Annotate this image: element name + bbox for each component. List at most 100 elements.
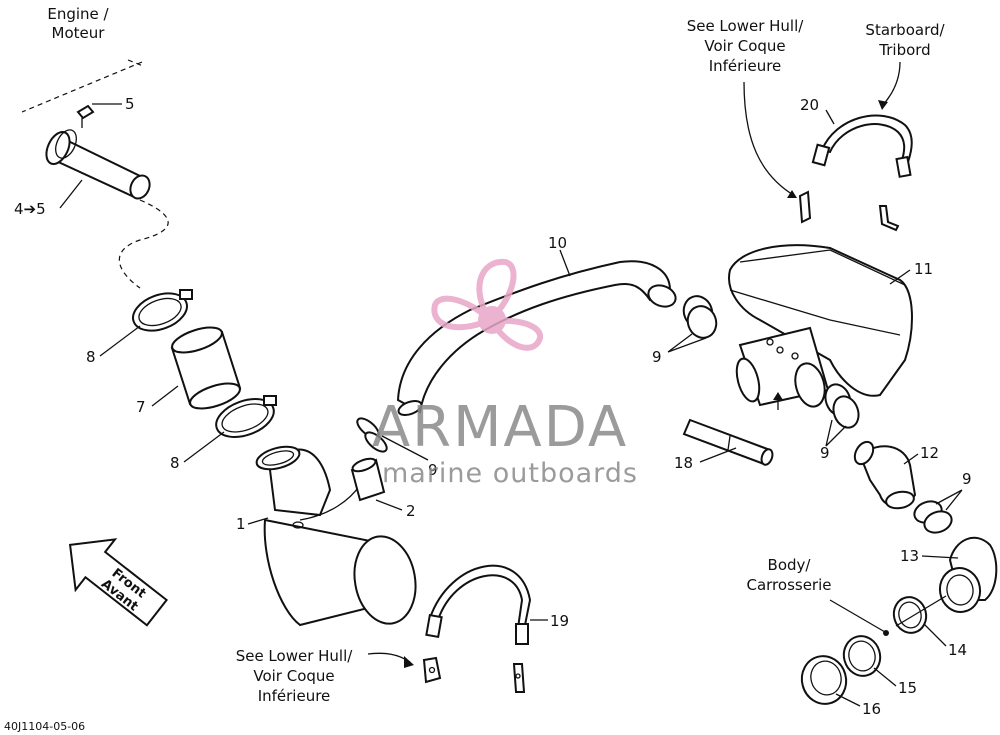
leader-12 (903, 453, 919, 465)
arrowhead-lower-hull-top (787, 190, 797, 198)
leader-1 (247, 517, 269, 525)
leader-10 (559, 249, 571, 277)
callout-12: 12 (920, 444, 939, 462)
engine-reference-line (21, 61, 143, 113)
callout-19: 19 (550, 612, 569, 630)
drawing-code: 40J1104-05-06 (4, 720, 85, 733)
part-10-pipe (396, 260, 677, 416)
arrowhead-starboard (878, 100, 888, 110)
callout-1: 1 (236, 515, 246, 533)
starboard-label-line-1: Starboard/ (865, 21, 945, 39)
part-9-clamp-pair-a (356, 417, 388, 453)
arrowhead-lower-hull-bottom (404, 656, 414, 668)
lower-hull-top-line-3: Inférieure (709, 57, 782, 75)
assembly-line-13-14 (895, 595, 947, 627)
body-reference-dot (883, 630, 889, 636)
assembly-arrowhead-18 (773, 392, 783, 400)
lower-hull-label-bottom: See Lower Hull/ Voir Coque Inférieure (236, 647, 354, 705)
propeller-blade-3 (489, 317, 543, 351)
part-16-nut (800, 655, 848, 705)
watermark-brand: ARMADA (372, 395, 628, 460)
propeller-blade-1 (476, 258, 517, 322)
leader-9-a (381, 435, 429, 461)
callout-9-b: 9 (652, 348, 662, 366)
part-9-clamp-pair-c (824, 383, 860, 429)
starboard-label: Starboard/ Tribord (865, 21, 945, 59)
lower-hull-bottom-line-2: Voir Coque (253, 667, 334, 685)
lower-hull-top-line-2: Voir Coque (704, 37, 785, 55)
leader-body (829, 599, 886, 633)
callout-8-lower: 8 (170, 454, 180, 472)
starboard-label-line-2: Tribord (878, 41, 930, 59)
body-label-line-2: Carrosserie (746, 576, 831, 594)
engine-reference-tick (127, 59, 144, 67)
lower-hull-bottom-line-3: Inférieure (258, 687, 331, 705)
lower-hull-label-top: See Lower Hull/ Voir Coque Inférieure (687, 17, 805, 75)
leader-2 (375, 499, 403, 511)
part-7-sleeve (170, 326, 242, 410)
callout-9-d: 9 (962, 470, 972, 488)
leader-16 (835, 693, 861, 707)
callout-18: 18 (674, 454, 693, 472)
callout-4-5: 4➔5 (14, 200, 46, 218)
leader-7 (151, 385, 179, 407)
leader-13 (921, 555, 959, 559)
propeller-hub (478, 306, 506, 334)
assembly-path-upper (118, 199, 169, 289)
part-12-elbow (853, 440, 917, 510)
part-1-muffler (255, 445, 417, 627)
callout-5: 5 (125, 95, 135, 113)
lower-hull-top-line-1: See Lower Hull/ (687, 17, 805, 35)
part-8-clamp-upper (132, 289, 193, 332)
leader-starboard (881, 61, 901, 107)
part-20-strap (811, 114, 913, 178)
lower-hull-bottom-line-1: See Lower Hull/ (236, 647, 354, 665)
callout-2: 2 (406, 502, 416, 520)
leader-15 (873, 667, 897, 687)
callout-7: 7 (136, 398, 146, 416)
leader-lower-hull-bottom (367, 652, 411, 663)
bracket-lower-hull-top (798, 190, 900, 232)
part-11-chamber (728, 244, 913, 408)
leader-11 (889, 269, 911, 285)
engine-label-line-1: Engine / (47, 5, 109, 23)
callout-8-upper: 8 (86, 348, 96, 366)
engine-label: Engine / Moteur (47, 5, 109, 42)
bracket-lower-hull-bottom (422, 656, 526, 693)
engine-label-line-2: Moteur (52, 24, 106, 42)
watermark-tagline: marine outboards (382, 458, 638, 489)
part-5-outlet-pipe (45, 104, 151, 200)
part-15-ring (842, 635, 882, 677)
part-18-hose (682, 418, 774, 466)
leader-8-upper (99, 325, 141, 357)
body-label: Body/ Carrosserie (746, 556, 831, 594)
propeller-blade-2 (431, 295, 492, 331)
callout-10: 10 (548, 234, 567, 252)
part-13-outlet-elbow (938, 536, 998, 613)
callout-13: 13 (900, 547, 919, 565)
part-8-clamp-lower (215, 395, 277, 438)
part-9-clamp-pair-b (682, 295, 718, 339)
callout-9-c: 9 (820, 444, 830, 462)
part-19-strap (425, 564, 532, 645)
front-direction-arrow: Front Avant (68, 538, 169, 627)
callout-15: 15 (898, 679, 917, 697)
leader-4-5 (59, 179, 83, 209)
callout-14: 14 (948, 641, 967, 659)
part-2-fitting (350, 457, 386, 502)
leader-9-c (825, 419, 847, 447)
callout-16: 16 (862, 700, 881, 718)
propeller-logo-icon (431, 258, 543, 351)
leader-8-lower (183, 431, 225, 463)
leader-9-d (935, 489, 963, 511)
body-label-line-1: Body/ (768, 556, 812, 574)
armada-watermark: ARMADA marine outboards (372, 258, 638, 489)
callout-9-a: 9 (428, 461, 438, 479)
leader-18 (699, 447, 737, 463)
callout-20: 20 (800, 96, 819, 114)
callout-11: 11 (914, 260, 933, 278)
leader-14 (923, 623, 947, 647)
leader-lower-hull-top (743, 81, 796, 197)
